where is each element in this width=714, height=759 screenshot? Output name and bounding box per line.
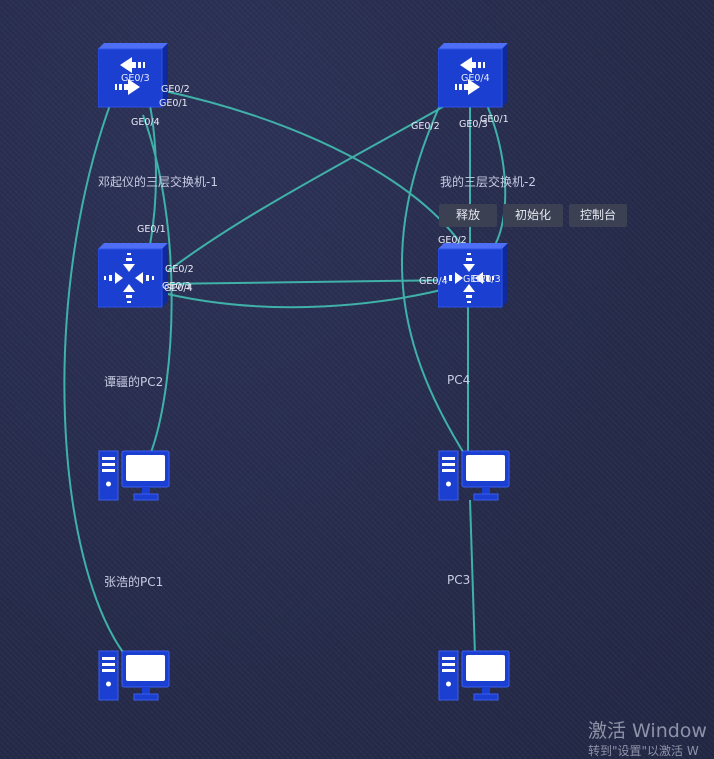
pc2[interactable]	[98, 450, 170, 506]
link-s2-sw2-b	[484, 99, 507, 246]
device-label-pc1: 张浩的PC1	[104, 575, 164, 589]
pc-icon	[98, 650, 170, 701]
port-label: GE0/3	[472, 274, 501, 285]
port-label: GE0/2	[161, 84, 190, 95]
pc-icon	[438, 650, 510, 701]
pc-icon	[438, 450, 510, 501]
switch-icon	[437, 243, 508, 308]
port-label: GE0/3	[121, 73, 150, 84]
link-pc4-pc3	[469, 499, 476, 656]
activation-watermark-hint: 转到"设置"以激活 W	[588, 744, 699, 758]
switch-2[interactable]	[437, 243, 510, 313]
device-label-l3-switch-2: 我的三层交换机-2	[440, 175, 536, 189]
port-label: GE0/1	[159, 98, 188, 109]
port-label: GE0/4	[461, 73, 490, 84]
port-label: GE0/4	[419, 276, 448, 287]
pc3[interactable]	[438, 650, 510, 706]
l3-switch-icon	[97, 43, 168, 108]
link-s1-pc1	[63, 104, 126, 656]
port-label: GE0/2	[438, 235, 467, 246]
switch-icon	[97, 243, 168, 308]
port-label: GE0/3	[459, 119, 488, 130]
l3-switch-1[interactable]	[97, 43, 170, 113]
port-label: GE0/2	[165, 264, 194, 275]
device-label-pc4: PC4	[447, 373, 471, 387]
link-s1-sw2	[159, 89, 466, 251]
device-label-pc2: 谭疆的PC2	[104, 375, 164, 389]
l3-switch-icon	[437, 43, 508, 108]
port-label: GE0/3	[162, 281, 191, 292]
port-label: GE0/2	[411, 121, 440, 132]
port-label: GE0/1	[463, 274, 492, 285]
pc4[interactable]	[438, 450, 510, 506]
port-label: GE0/1	[137, 224, 166, 235]
activation-watermark-title: 激活 Window	[588, 720, 707, 742]
link-sw1-sw2-b	[154, 284, 461, 309]
link-s1-pc2	[142, 114, 173, 456]
pc1[interactable]	[98, 650, 170, 706]
switch-1[interactable]	[97, 243, 170, 313]
link-sw1-sw2-a	[154, 279, 463, 285]
console-button[interactable]: 控制台	[569, 204, 627, 227]
device-label-pc3: PC3	[447, 573, 471, 587]
pc-icon	[98, 450, 170, 501]
link-s2-sw1	[149, 99, 456, 286]
port-label: GE0/4	[131, 117, 160, 128]
release-button[interactable]: 释放	[439, 204, 497, 227]
device-label-l3-switch-1: 邓起仪的三层交换机-1	[98, 175, 218, 189]
port-label: GE0/1	[480, 114, 509, 125]
link-s1-sw1	[149, 104, 157, 246]
l3-switch-2[interactable]	[437, 43, 510, 113]
port-label: GE0/4	[164, 283, 193, 294]
init-button[interactable]: 初始化	[503, 204, 563, 227]
link-s2-pc3	[401, 104, 466, 456]
